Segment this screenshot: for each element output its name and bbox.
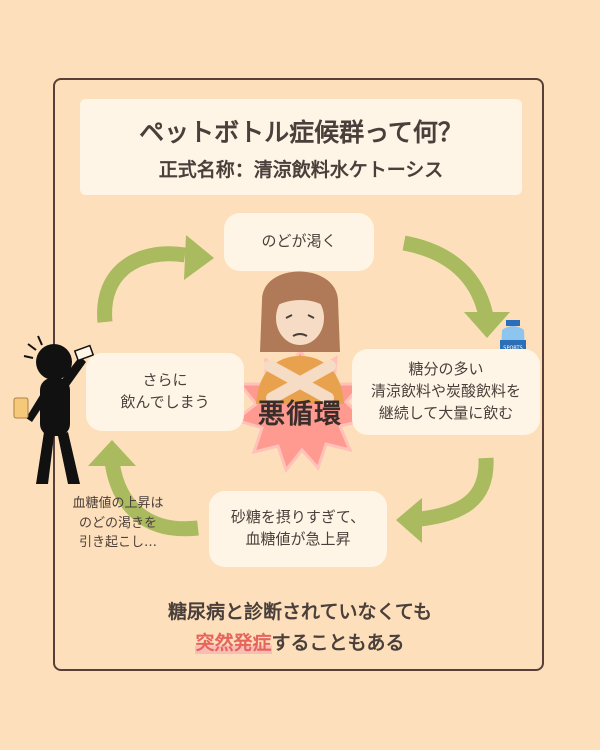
footer-rest: することもある bbox=[271, 632, 405, 654]
blood-sugar-note: 血糖値の上昇は のどの渇きを 引き起こし… bbox=[72, 496, 164, 550]
arrow-left-to-top bbox=[97, 246, 187, 323]
drink-glass-icon bbox=[73, 344, 95, 362]
arrowhead-top bbox=[184, 235, 214, 280]
cycle-node-drink-more: さらに 飲んでしまう bbox=[86, 353, 244, 431]
vicious-cycle-label: 悪循環 bbox=[258, 398, 342, 430]
arrowhead-left bbox=[88, 440, 136, 466]
drinking-man-illustration bbox=[26, 344, 86, 484]
arrow-bottom-to-left bbox=[104, 460, 199, 537]
footer-line-2: 突然発症することもある bbox=[0, 628, 600, 655]
cup-icon bbox=[13, 397, 29, 419]
footer-line-1: 糖尿病と診断されていなくても bbox=[168, 601, 432, 623]
page-title: ペットボトル症候群って何？ bbox=[139, 118, 463, 147]
arrowhead-bottom bbox=[396, 498, 422, 543]
page-subtitle: 正式名称：清涼飲料水ケトーシス bbox=[158, 159, 444, 181]
girl-illustration bbox=[256, 271, 344, 404]
bottle-label: SPORTS bbox=[503, 346, 522, 352]
title-box: ペットボトル症候群って何？ 正式名称：清涼飲料水ケトーシス bbox=[80, 99, 522, 195]
arrowhead-right bbox=[464, 312, 510, 338]
arrow-right-to-bottom bbox=[419, 457, 494, 527]
cycle-node-drink-sugary: 糖分の多い 清涼飲料や炭酸飲料を 継続して大量に飲む bbox=[352, 349, 540, 435]
cycle-node-blood-sugar: 砂糖を摂りすぎて、 血糖値が急上昇 bbox=[209, 491, 387, 567]
splash-lines-icon bbox=[23, 335, 43, 359]
footer-highlight: 突然発症 bbox=[195, 632, 272, 654]
arrow-top-to-right bbox=[402, 235, 494, 318]
cycle-node-thirst: のどが渇く bbox=[224, 213, 374, 271]
